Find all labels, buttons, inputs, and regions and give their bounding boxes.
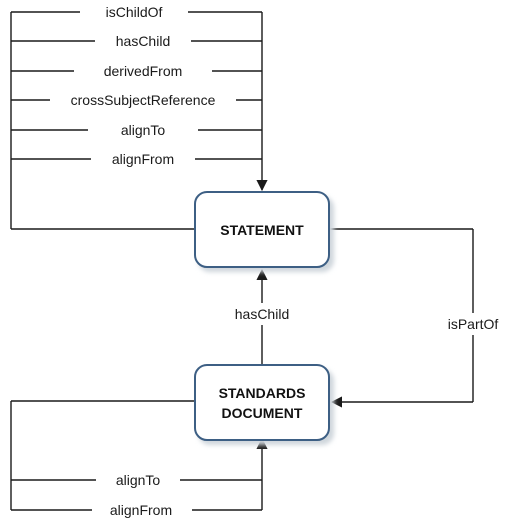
- top-relations-group: isChildOf hasChild derivedFrom crossSubj…: [10, 2, 268, 230]
- standards-document-label-line1: STANDARDS: [219, 385, 306, 401]
- statement-node[interactable]: STATEMENT: [194, 191, 334, 272]
- relation-label-haschild: hasChild: [116, 33, 170, 49]
- document-haschild-edge: hasChild: [215, 268, 309, 366]
- top-relation-row-4: alignTo: [11, 120, 262, 140]
- relation-label-bottom-alignfrom: alignFrom: [110, 502, 172, 518]
- relation-label-derivedfrom: derivedFrom: [104, 63, 183, 79]
- bottom-relation-row-0: alignTo: [11, 470, 262, 490]
- ispartof-edge: isPartOf: [330, 228, 503, 408]
- relation-label-alignfrom: alignFrom: [112, 151, 174, 167]
- top-relation-row-5: alignFrom: [11, 149, 262, 169]
- relation-label-crosssubjectreference: crossSubjectReference: [71, 92, 216, 108]
- top-relation-row-1: hasChild: [11, 31, 262, 51]
- relation-label-document-haschild: hasChild: [235, 306, 289, 322]
- top-relation-row-2: derivedFrom: [11, 61, 262, 81]
- relation-label-ispartof: isPartOf: [448, 316, 499, 332]
- standards-document-node[interactable]: STANDARDS DOCUMENT: [194, 364, 334, 445]
- standards-document-label-line2: DOCUMENT: [222, 405, 303, 421]
- bottom-relation-row-1: alignFrom: [11, 500, 262, 520]
- top-relation-row-0: isChildOf: [11, 2, 262, 22]
- relation-label-bottom-alignto: alignTo: [116, 472, 161, 488]
- bottom-relations-group: alignTo alignFrom: [10, 400, 268, 520]
- statement-node-label: STATEMENT: [220, 222, 304, 238]
- relation-label-alignto: alignTo: [121, 122, 166, 138]
- relation-label-ischildof: isChildOf: [106, 4, 163, 20]
- top-relation-row-3: crossSubjectReference: [11, 90, 262, 110]
